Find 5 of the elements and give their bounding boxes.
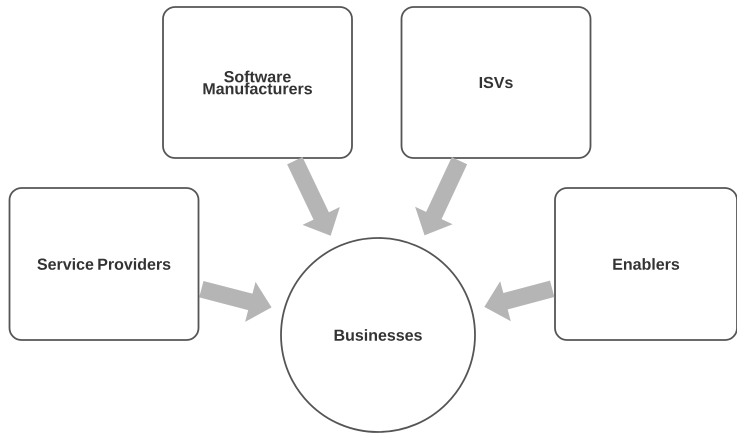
rounded-box: Service Providers xyxy=(8,187,200,341)
rounded-box: Software Manufacturers xyxy=(162,6,353,159)
circle-node: Businesses xyxy=(280,237,476,433)
rounded-box: ISVs xyxy=(400,6,592,159)
rounded-box: Enablers xyxy=(554,187,737,341)
